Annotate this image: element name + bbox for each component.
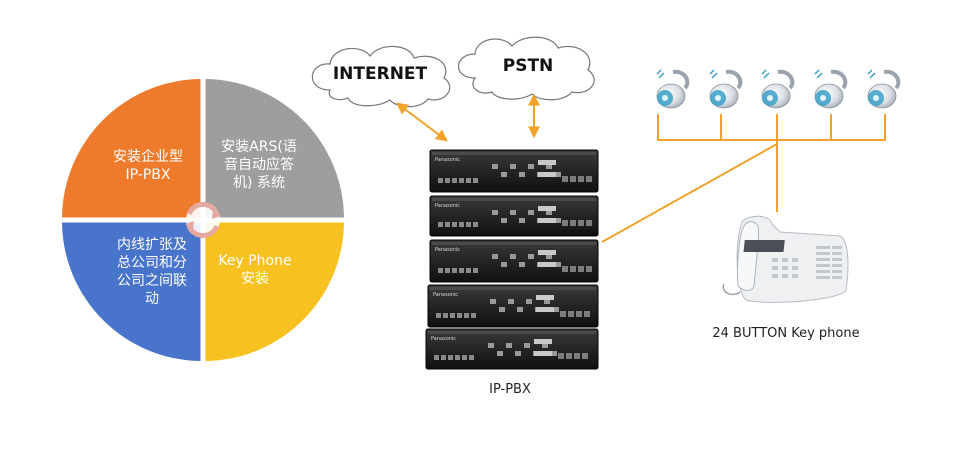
pbx-unit: Panasonic [429, 149, 599, 193]
service-circle [62, 79, 344, 361]
pbx-brand-mark: Panasonic [435, 203, 460, 209]
pbx-brand-mark: Panasonic [433, 292, 458, 298]
internet-link-arrow [396, 102, 448, 142]
internet-label: INTERNET [332, 64, 428, 84]
quadrant-label-ars-system: 安装ARS(语 音自动应答 机) 系统 [221, 139, 297, 191]
internet-cloud [311, 45, 451, 108]
quadrant-enterprise-ipbx [62, 79, 202, 219]
pbx-unit: Panasonic [425, 328, 599, 370]
key-phone-icon [722, 215, 849, 303]
pstn-cloud [458, 36, 595, 101]
handset-bus [601, 114, 886, 243]
quadrant-label-extension-link: 内线扩张及 总公司和分 公司之间联 动 [117, 237, 187, 307]
pbx-brand-mark: Panasonic [435, 247, 460, 253]
wireless-handset-icon [709, 69, 743, 109]
quadrant-extension-link [62, 221, 202, 361]
wireless-handset-icon [761, 69, 795, 109]
pbx-brand-mark: Panasonic [431, 336, 456, 342]
quadrant-key-phone [204, 221, 344, 361]
pstn-label: PSTN [502, 56, 554, 76]
ip-pbx-stack: PanasonicPanasonicPanasonicPanasonicPana… [425, 149, 599, 370]
pbx-unit: Panasonic [429, 239, 599, 283]
pbx-brand-mark: Panasonic [435, 157, 460, 163]
quadrant-ars-system [204, 79, 344, 219]
wireless-handset-icon [656, 69, 690, 109]
pbx-unit: Panasonic [429, 195, 599, 237]
wireless-handset-icon [814, 69, 848, 109]
quadrant-label-key-phone: Key Phone 安装 [218, 253, 292, 287]
ip-pbx-label: IP-PBX [489, 382, 531, 397]
wireless-handset-icon [867, 69, 901, 109]
pbx-unit: Panasonic [427, 284, 599, 328]
wireless-handsets [656, 69, 901, 109]
key-phone-label: 24 BUTTON Key phone [712, 326, 860, 341]
quadrant-label-enterprise-ipbx: 安装企业型 IP-PBX [113, 149, 183, 183]
rotation-arrows-icon [185, 201, 221, 239]
